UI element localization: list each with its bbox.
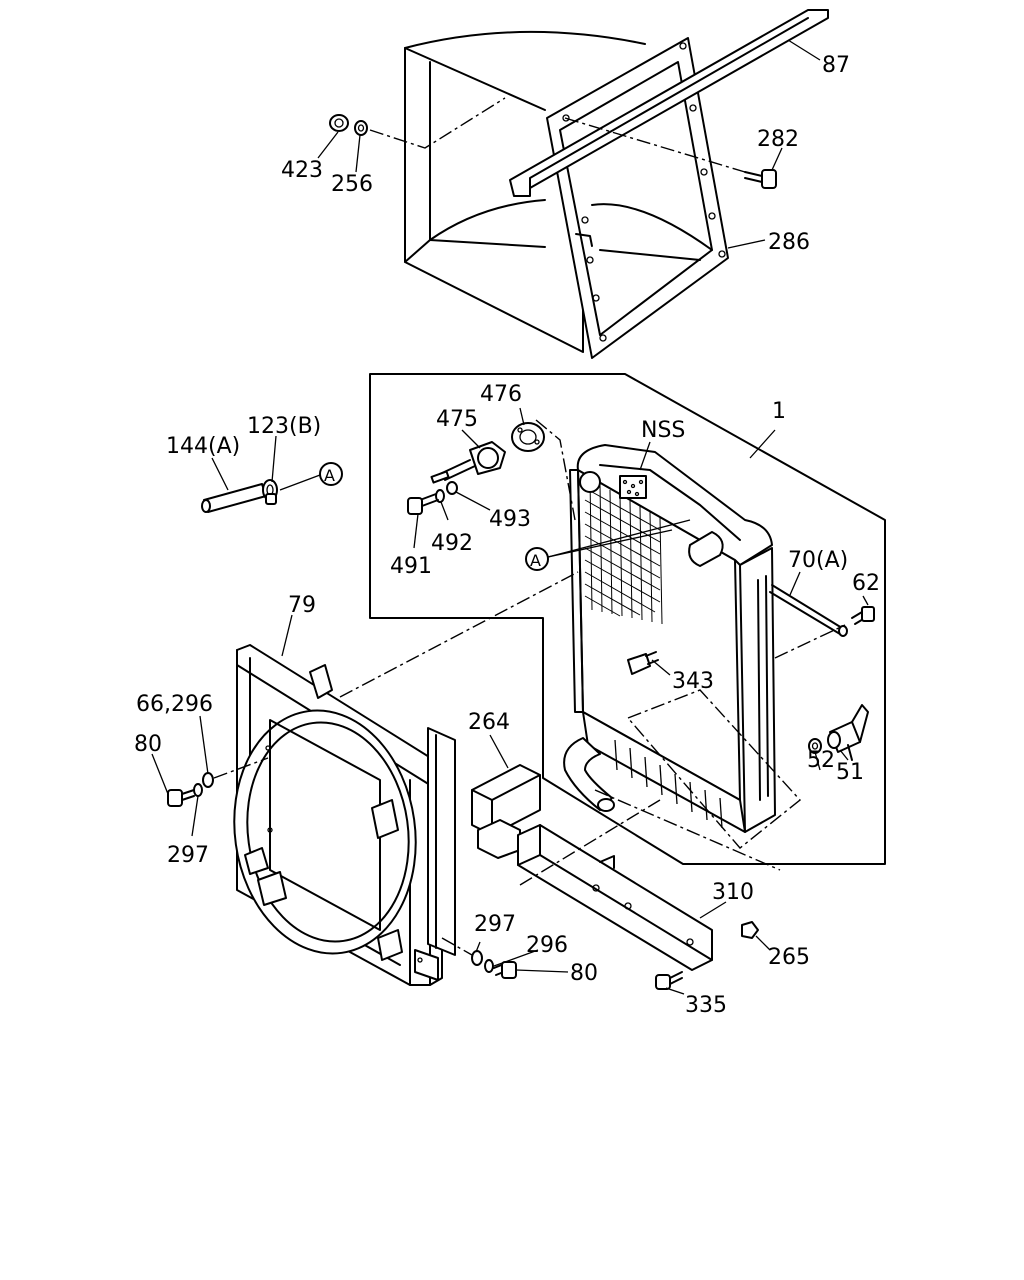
label-51: 51 bbox=[836, 760, 864, 785]
label-343: 343 bbox=[672, 669, 714, 694]
label-80-right: 80 bbox=[570, 961, 598, 986]
radiator-assembly bbox=[563, 444, 846, 849]
bolt-335 bbox=[655, 971, 683, 990]
bracket-87 bbox=[509, 9, 829, 197]
plug-343 bbox=[627, 651, 659, 675]
label-492: 492 bbox=[431, 531, 473, 556]
rod-70a bbox=[769, 584, 848, 637]
label-286: 286 bbox=[768, 230, 810, 255]
label-475: 475 bbox=[436, 407, 478, 432]
label-1: 1 bbox=[772, 399, 786, 424]
fan-frame-79 bbox=[233, 644, 456, 986]
washer-493 bbox=[446, 481, 458, 495]
label-493: 493 bbox=[489, 507, 531, 532]
label-123b: 123(B) bbox=[247, 414, 321, 439]
label-256: 256 bbox=[331, 172, 373, 197]
label-335: 335 bbox=[685, 993, 727, 1018]
label-144a: 144(A) bbox=[166, 434, 240, 459]
label-52: 52 bbox=[807, 748, 835, 773]
bolt-80-right bbox=[493, 961, 517, 979]
label-297-left: 297 bbox=[167, 843, 209, 868]
label-62: 62 bbox=[852, 571, 880, 596]
label-297-right: 297 bbox=[474, 912, 516, 937]
washer-297-left bbox=[193, 783, 203, 797]
label-79: 79 bbox=[288, 593, 316, 618]
bolt-62 bbox=[851, 606, 875, 625]
label-264: 264 bbox=[468, 710, 510, 735]
callout-a-label-1: A bbox=[324, 466, 335, 485]
leader-lines bbox=[151, 39, 869, 995]
nut-423 bbox=[329, 114, 349, 132]
label-66-296: 66,296 bbox=[136, 692, 213, 717]
washer-256 bbox=[354, 120, 368, 136]
label-265: 265 bbox=[768, 945, 810, 970]
fan-shroud-286 bbox=[404, 30, 729, 359]
support-rail-310 bbox=[517, 824, 713, 971]
bolt-80-left bbox=[167, 789, 195, 807]
sensor-475 bbox=[430, 441, 506, 484]
label-282: 282 bbox=[757, 127, 799, 152]
callout-a-1 bbox=[319, 462, 343, 486]
washer-297-right bbox=[471, 950, 483, 966]
label-nss: NSS bbox=[641, 418, 685, 443]
label-70a: 70(A) bbox=[788, 548, 848, 573]
bolt-491 bbox=[407, 493, 439, 515]
label-310: 310 bbox=[712, 880, 754, 905]
callout-a-label-2: A bbox=[530, 551, 541, 570]
nut-265 bbox=[741, 921, 759, 939]
hose-144a bbox=[201, 483, 267, 513]
group-outline-1 bbox=[369, 373, 886, 865]
label-87: 87 bbox=[822, 53, 850, 78]
label-296: 296 bbox=[526, 933, 568, 958]
label-476: 476 bbox=[480, 382, 522, 407]
bolt-282 bbox=[744, 169, 777, 189]
washer-66-296-left bbox=[202, 772, 214, 788]
drain-cock-51 bbox=[827, 704, 869, 761]
label-491: 491 bbox=[390, 554, 432, 579]
label-423: 423 bbox=[281, 158, 323, 183]
cap-plate-476 bbox=[511, 422, 545, 452]
label-80-left: 80 bbox=[134, 732, 162, 757]
clamp-123b bbox=[262, 479, 278, 505]
callout-a-2 bbox=[525, 547, 549, 571]
washer-296-right bbox=[484, 959, 494, 973]
